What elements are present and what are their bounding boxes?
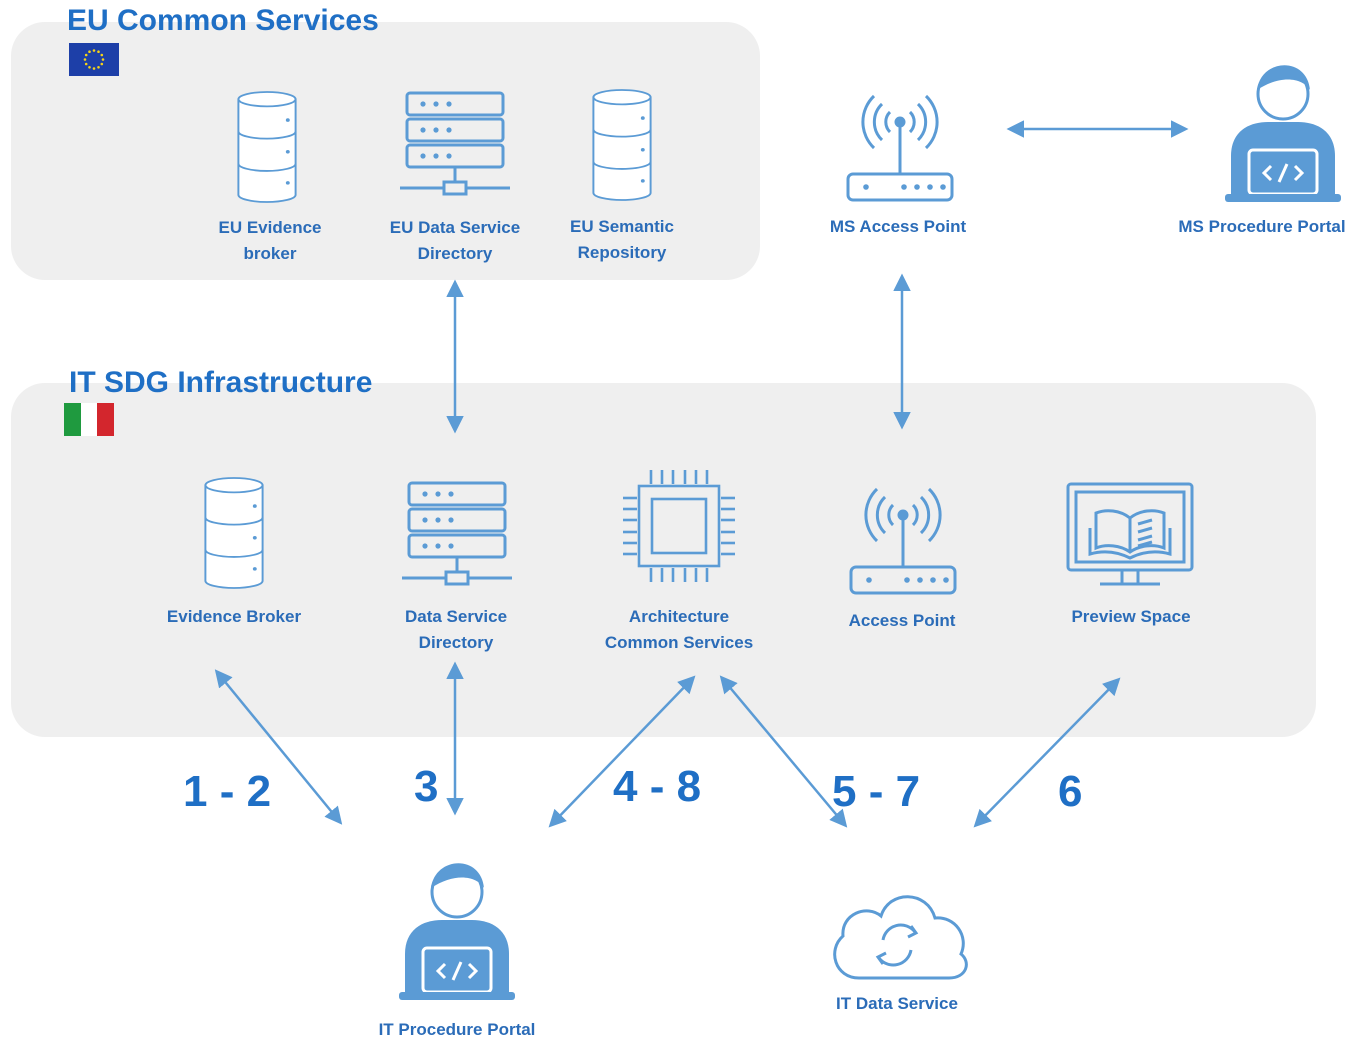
step-label-1-2: 1 - 2	[183, 767, 272, 816]
access-point-icon	[849, 487, 957, 595]
step-label-5-7: 5 - 7	[832, 767, 921, 816]
eu-semantic-repository-label: EU Semantic Repository	[570, 217, 674, 262]
it-group-title: IT SDG Infrastructure	[69, 366, 373, 399]
arrow-evidence-broker-to-it-procedure-portal	[214, 669, 343, 825]
architecture-common-services-label: Architecture Common Services	[604, 607, 754, 652]
access-point-label: Access Point	[848, 611, 956, 630]
data-service-directory-label: Data Service Directory	[404, 607, 508, 652]
ms-procedure-portal-label: MS Procedure Portal	[1178, 217, 1346, 236]
it-procedure-portal-label: IT Procedure Portal	[378, 1020, 536, 1039]
ms-access-point-icon	[846, 94, 954, 202]
it-procedure-portal-icon	[397, 861, 517, 1002]
eu-group-title: EU Common Services	[67, 4, 379, 37]
italy-flag	[64, 403, 114, 436]
eu-evidence-broker-label: EU Evidence broker	[218, 218, 322, 263]
ms-access-point-label: MS Access Point	[829, 217, 967, 236]
step-label-3: 3	[414, 762, 439, 811]
data-service-directory-icon	[400, 481, 514, 586]
architecture-common-services-icon	[619, 466, 739, 586]
preview-space-label: Preview Space	[1071, 607, 1191, 626]
evidence-broker-label: Evidence Broker	[166, 607, 302, 626]
arrow-acs-to-it-procedure-portal	[548, 675, 696, 828]
eu-data-service-directory-label: EU Data Service Directory	[389, 218, 521, 263]
eu-flag	[69, 43, 119, 76]
evidence-broker-icon	[204, 477, 264, 589]
eu-evidence-broker-icon	[237, 91, 297, 203]
arrow-acs-to-it-data-service	[719, 675, 848, 828]
arrow-preview-space-to-it-data-service	[973, 677, 1121, 828]
step-label-6: 6	[1058, 767, 1083, 816]
eu-semantic-repository-icon	[592, 89, 652, 201]
it-data-service-icon	[833, 895, 968, 980]
ms-procedure-portal-icon	[1223, 63, 1343, 204]
step-label-4-8: 4 - 8	[613, 762, 702, 811]
eu-data-service-directory-icon	[398, 91, 512, 196]
preview-space-icon	[1066, 482, 1194, 586]
it-data-service-label: IT Data Service	[836, 994, 958, 1013]
